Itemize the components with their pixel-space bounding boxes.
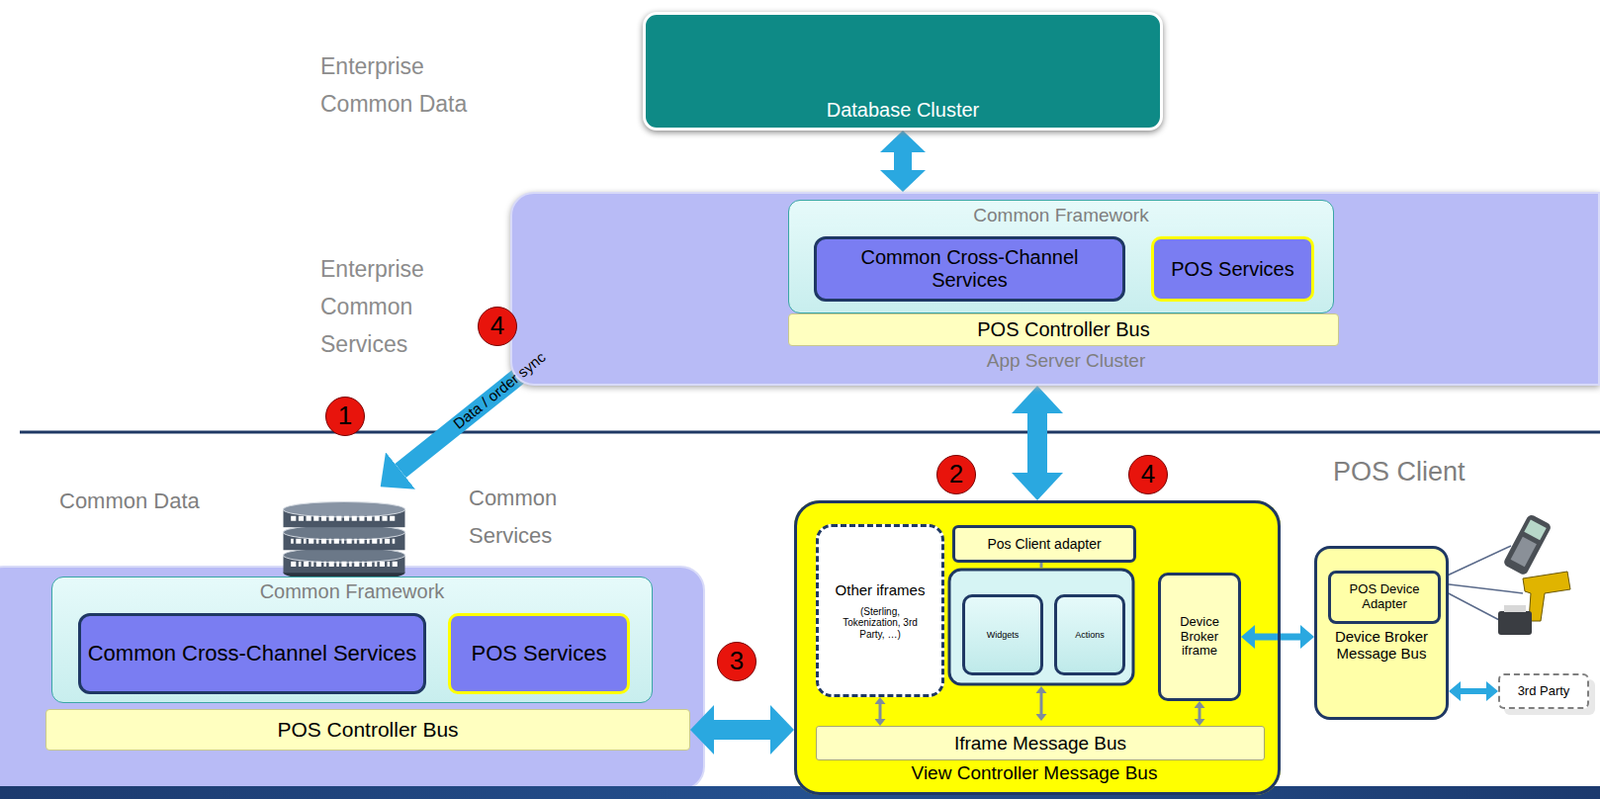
region-label: Common Data [59, 488, 238, 514]
lower-services-band [0, 566, 705, 791]
app-server-band: App Server ClusterCommon FrameworkCommon… [510, 191, 1600, 386]
footer-bar [0, 786, 1600, 799]
tier-label: Enterprise Common Data [320, 47, 469, 123]
node-text: App Server Cluster [947, 350, 1185, 372]
bus-bar: POS Controller Bus [788, 313, 1339, 347]
node-text: (Sterling, Tokenization, 3rd Party, …) [832, 606, 928, 641]
node-text: 3rd Party [1517, 684, 1571, 700]
pos-client-box: View Controller Message Bus Other iframes… [794, 500, 1281, 796]
connector-arrow [893, 152, 912, 171]
connector-arrow [1198, 708, 1202, 719]
database-icon [283, 502, 406, 581]
action-box: Actions [1054, 594, 1126, 676]
small-connector [1040, 693, 1044, 714]
device-wires [1440, 545, 1512, 579]
region-label: Common Services [468, 479, 588, 555]
bus-bar: Iframe Message Bus [815, 725, 1265, 761]
tier-label: Enterprise Common Services [320, 250, 469, 363]
service-box: Common Cross-Channel Services [78, 613, 427, 695]
node-text: Other iframes [835, 581, 926, 599]
arrow-label: Data / order sync [436, 337, 563, 444]
device-wires [1440, 589, 1502, 622]
connector-arrow [1460, 688, 1487, 695]
node-text: Common Cross-Channel Services [88, 640, 418, 666]
node-text: Pos Client adapter [986, 535, 1101, 552]
connector-arrow [713, 719, 771, 740]
node-text: POS Controller Bus [276, 717, 458, 742]
iframe-box: Other iframes (Sterling, Tokenization, 3r… [815, 524, 945, 698]
receipt-printer-icon [1498, 611, 1532, 635]
widget-box: Widgets [962, 594, 1044, 676]
callout-number: 3 [716, 641, 757, 682]
node-text: Actions [1074, 629, 1105, 640]
node-text: Widgets [986, 629, 1020, 640]
bus-bar: POS Controller Bus [45, 709, 691, 751]
node-text: POS Controller Bus [977, 318, 1151, 342]
callout-number: 1 [325, 396, 365, 437]
node-text: Common Cross-Channel Services [821, 246, 1118, 292]
pos-client-fill [794, 500, 1281, 796]
adapter-box: POS Device Adapter [1328, 570, 1441, 624]
callout-number: 4 [477, 306, 518, 347]
payment-terminal-icon [1511, 536, 1537, 567]
node-text: Database Cluster [645, 98, 1160, 122]
database-cluster: Database Cluster [642, 11, 1163, 131]
node-text: POS Services [1170, 258, 1294, 281]
region-label: POS Client [1333, 456, 1512, 488]
node-text: Common Framework [52, 580, 652, 604]
node-text: POS Services [471, 640, 608, 666]
node-text: Common Framework [789, 204, 1334, 227]
widget-container [949, 569, 1134, 685]
receipt-printer-icon [1504, 605, 1526, 613]
service-box: POS Services [1151, 236, 1315, 302]
service-box: Common Cross-Channel Services [813, 236, 1126, 302]
framework-box: Common FrameworkCommon Cross-Channel Ser… [51, 576, 653, 704]
payment-terminal-icon [1502, 513, 1552, 576]
callout-number: 4 [1128, 454, 1168, 495]
node-text: POS Device Adapter [1335, 582, 1433, 613]
connector-arrow [1254, 633, 1301, 641]
third-party-box: 3rd Party [1498, 673, 1590, 710]
payment-terminal-icon [1502, 513, 1552, 576]
service-box: POS Services [447, 613, 630, 695]
node-text: Iframe Message Bus [954, 732, 1127, 755]
connector-arrow [879, 704, 883, 719]
tier-divider [19, 431, 1600, 435]
receipt-printer-icon [1498, 605, 1532, 635]
payment-terminal-icon [1523, 519, 1546, 540]
node-text: View Controller Message Bus [886, 762, 1183, 785]
node-text: Device Broker Message Bus [1327, 627, 1436, 663]
device-wires [1440, 583, 1523, 594]
callout-number: 2 [936, 454, 977, 495]
framework-box: Common FrameworkCommon Cross-Channel Ser… [788, 199, 1334, 314]
adapter-box: Pos Client adapter [952, 525, 1137, 563]
device-bus-box: Device Broker Message Bus POS Device Adap… [1314, 545, 1449, 720]
connector-arrow [1027, 413, 1048, 473]
node-text: Device Broker iframe [1165, 615, 1234, 660]
iframe-box: Device Broker iframe [1157, 572, 1242, 702]
